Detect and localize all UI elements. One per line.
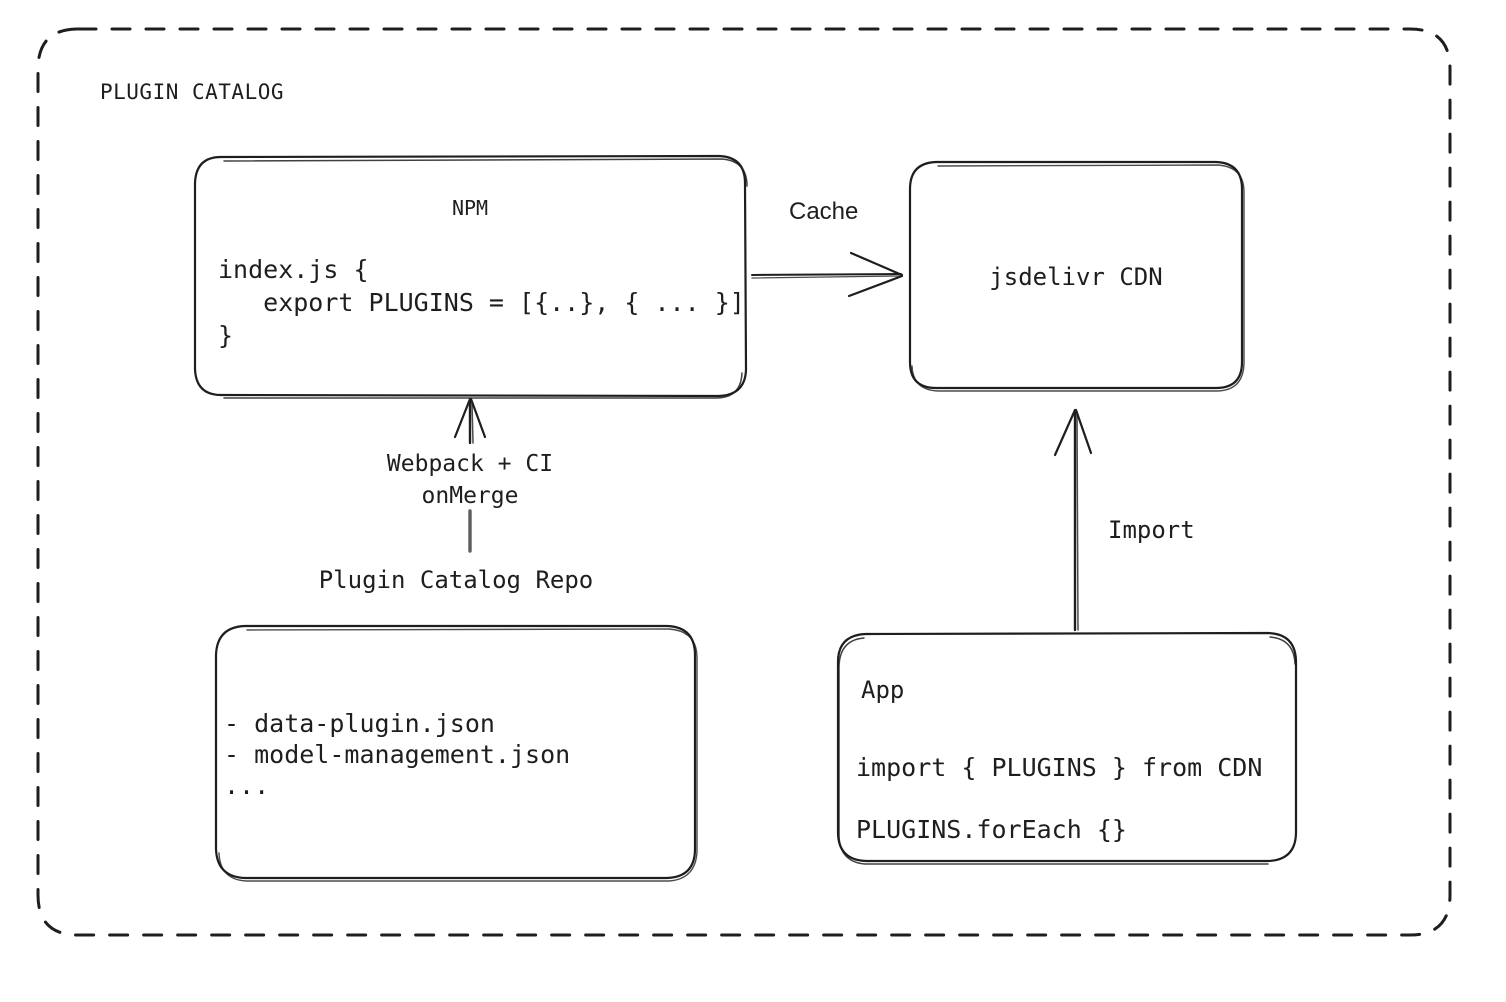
app-code-line-1: import { PLUGINS } from CDN: [856, 753, 1263, 782]
repo-node-items: - data-plugin.json - model-management.js…: [224, 708, 570, 801]
npm-node-code: index.js { export PLUGINS = [{..}, { ...…: [218, 253, 745, 352]
edge-label-cache: Cache: [789, 198, 859, 225]
npm-code-line-1: index.js {: [218, 255, 369, 284]
arrow-repo-to-npm: [453, 397, 487, 553]
edge-label-webpack-line-2: onMerge: [421, 483, 519, 509]
arrow-app-to-cdn: [1053, 408, 1093, 632]
edge-label-webpack-line-1: Webpack + CI: [386, 451, 554, 477]
group-container-border: [36, 27, 1452, 937]
app-code-line-2: PLUGINS.forEach {}: [856, 815, 1127, 844]
cdn-node-title: jsdelivr CDN: [989, 263, 1163, 291]
app-box-outline: [836, 631, 1298, 863]
repo-box-outline-sketch: [218, 628, 698, 882]
cdn-box-outline-sketch: [911, 164, 1245, 392]
repo-item-2: - model-management.json: [224, 740, 571, 769]
npm-box-outline-sketch: [223, 158, 748, 399]
repo-item-1: - data-plugin.json: [224, 709, 495, 738]
app-node-title: App: [861, 676, 905, 704]
npm-code-line-3: }: [218, 321, 234, 350]
repo-node-caption: Plugin Catalog Repo: [318, 566, 594, 594]
app-box-outline-sketch: [838, 636, 1296, 865]
app-node-code: import { PLUGINS } from CDN PLUGINS.forE…: [856, 737, 1262, 861]
repo-item-3: ...: [224, 771, 270, 800]
group-title: PLUGIN CATALOG: [100, 80, 285, 104]
npm-code-line-2: export PLUGINS = [{..}, { ... }]: [218, 288, 745, 317]
arrow-npm-to-cdn: [751, 251, 904, 298]
edge-label-import: Import: [1108, 516, 1195, 544]
edge-label-webpack-ci: Webpack + CI onMerge: [320, 448, 620, 512]
npm-node-title: NPM: [451, 196, 489, 220]
